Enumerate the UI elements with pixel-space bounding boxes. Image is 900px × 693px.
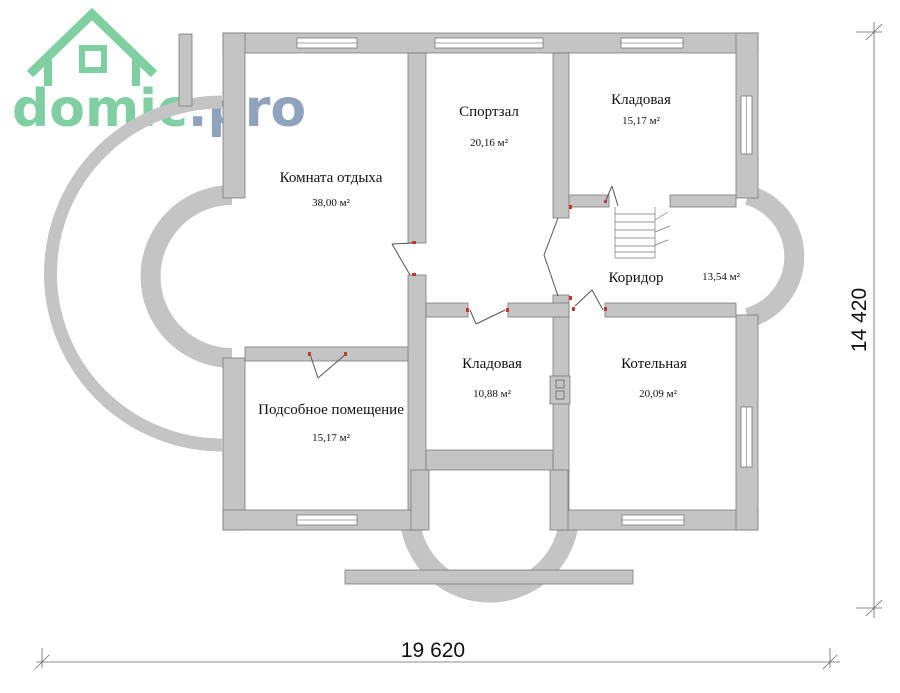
svg-text:domic.pro: domic.pro	[12, 79, 306, 139]
room-corridor-name: Коридор	[609, 270, 664, 286]
width-label: 19 620	[401, 639, 465, 662]
house-icon	[26, 7, 158, 86]
door-boiler-corridor	[572, 289, 607, 311]
dimension-height: 14 420	[848, 22, 883, 618]
curved-walls	[44, 95, 805, 603]
room-rest-area: 38,00 м²	[312, 197, 350, 209]
room-pantry1-area: 15,17 м²	[622, 115, 660, 127]
windows	[296, 37, 753, 526]
door-rest-utility	[308, 352, 347, 379]
staircase	[614, 207, 671, 259]
room-boiler-name: Котельная	[621, 356, 687, 372]
room-labels: Комната отдыха 38,00 м² Спортзал 20,16 м…	[258, 92, 740, 444]
window-right-2	[740, 406, 753, 468]
window-bottom-2	[621, 514, 685, 526]
window-right-1	[740, 95, 753, 155]
door-rest-corridor	[391, 241, 416, 276]
room-pantry2-area: 10,88 м²	[473, 388, 511, 400]
height-label: 14 420	[848, 288, 871, 352]
dimension-width: 19 620	[34, 639, 840, 670]
doors	[308, 185, 619, 379]
room-gym-name: Спортзал	[459, 104, 519, 120]
room-pantry2-name: Кладовая	[462, 356, 522, 372]
domic-logo: domic.pro	[12, 7, 306, 139]
door-pantry2-corridor	[466, 308, 509, 325]
room-boiler-area: 20,09 м²	[639, 388, 677, 400]
room-corridor-area: 13,54 м²	[702, 271, 740, 283]
window-bottom-1	[296, 514, 358, 526]
room-utility-area: 15,17 м²	[312, 432, 350, 444]
window-top-2	[434, 37, 544, 49]
window-top-3	[620, 37, 684, 49]
room-gym-area: 20,16 м²	[470, 137, 508, 149]
room-rest-name: Комната отдыха	[280, 170, 383, 186]
room-pantry1-name: Кладовая	[611, 92, 671, 108]
window-top-1	[296, 37, 358, 49]
door-pantry1-corridor	[604, 185, 619, 207]
door-gym-corridor	[543, 205, 572, 300]
room-utility-name: Подсобное помещение	[258, 402, 404, 418]
